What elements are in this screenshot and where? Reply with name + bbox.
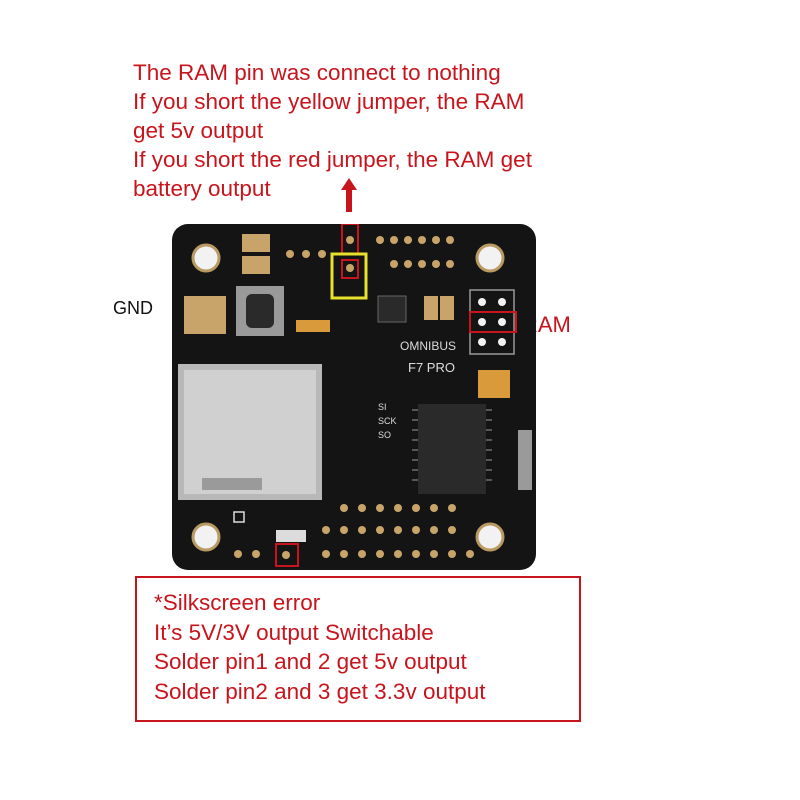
- annotation-line: get 5v output: [133, 118, 264, 143]
- annotation-line: battery output: [133, 176, 271, 201]
- flight-controller-board: OMNIBUS F7 PRO SI SCK SO: [172, 224, 536, 570]
- gnd-label: GND: [113, 298, 153, 318]
- up-arrow-icon: [341, 178, 357, 212]
- annotation-line: It’s 5V/3V output Switchable: [154, 619, 434, 645]
- annotation-line: *Silkscreen error: [154, 590, 321, 615]
- annotation-line: Solder pin2 and 3 get 3.3v output: [154, 678, 486, 704]
- board-name: OMNIBUS: [400, 339, 456, 353]
- annotation-line: Solder pin1 and 2 get 5v output: [154, 649, 467, 674]
- pad-label: SI: [378, 402, 387, 412]
- header-pads-top: [286, 236, 454, 268]
- bottom-annotation-box: *Silkscreen error It’s 5V/3V output Swit…: [135, 576, 581, 722]
- annotation-line: If you short the red jumper, the RAM get: [133, 147, 532, 172]
- pad-label: SO: [378, 430, 391, 440]
- annotation-line: If you short the yellow jumper, the RAM: [133, 89, 525, 114]
- annotation-line: The RAM pin was connect to nothing: [133, 60, 501, 85]
- header-pads-bottom: [234, 504, 474, 558]
- board-model: F7 PRO: [408, 360, 455, 375]
- mounting-holes: [191, 243, 505, 552]
- top-annotation: The RAM pin was connect to nothing If yo…: [133, 58, 532, 203]
- pad-label: SCK: [378, 416, 397, 426]
- ram-header-pins: [478, 298, 506, 346]
